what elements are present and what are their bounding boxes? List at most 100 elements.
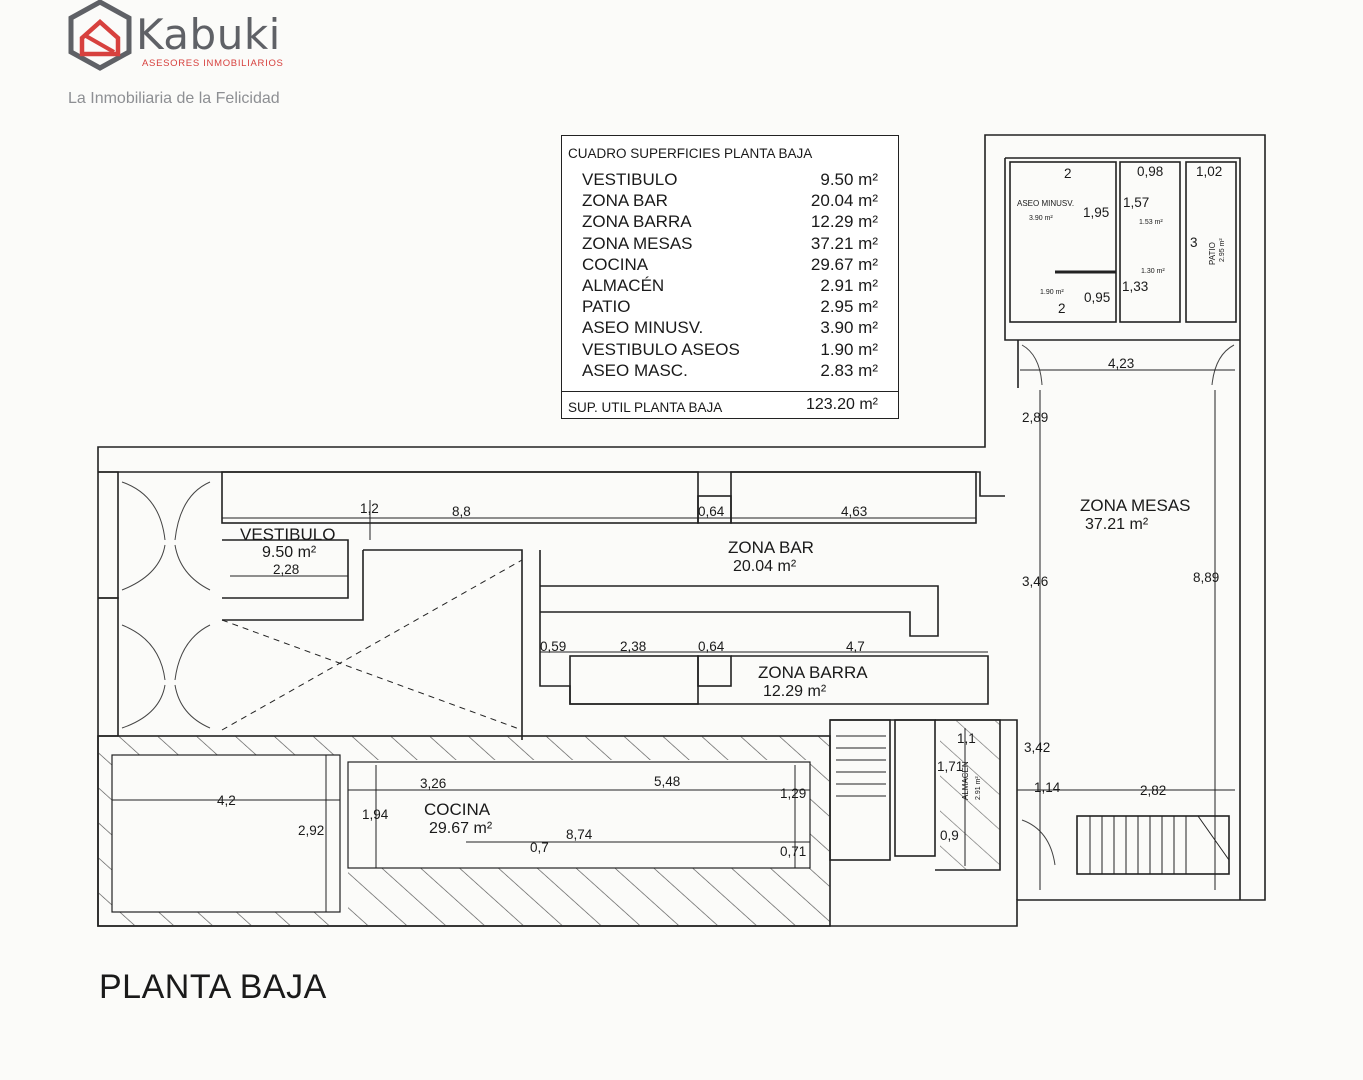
plan-title: PLANTA BAJA <box>99 968 327 1006</box>
dim-label: 0,7 <box>530 840 549 855</box>
legend-row: ALMACÉN 2.91 m² <box>582 276 878 297</box>
legend-row-value: 3.90 m² <box>820 318 878 338</box>
dim-label: 1,33 <box>1122 279 1148 294</box>
dim-label: 5,48 <box>654 774 680 789</box>
brand-tagline: La Inmobiliaria de la Felicidad <box>68 90 280 107</box>
zona-bar-name: ZONA BAR <box>728 538 814 557</box>
dim-label: 8,8 <box>452 504 471 519</box>
legend-row-name: PATIO <box>582 297 631 317</box>
legend-title: CUADRO SUPERFICIES PLANTA BAJA <box>568 146 813 161</box>
dim-label: 0,95 <box>1084 290 1110 305</box>
cocina-area: 29.67 m² <box>429 820 493 837</box>
legend-row: ASEO MASC. 2.83 m² <box>582 361 878 382</box>
legend-row-name: ASEO MINUSV. <box>582 318 704 338</box>
legend-row-value: 9.50 m² <box>820 170 878 189</box>
dim-label: 8,89 <box>1193 570 1219 585</box>
cocina-name: COCINA <box>424 800 491 819</box>
zona-bar-area: 20.04 m² <box>733 558 797 575</box>
dim-label: 3 <box>1190 235 1198 250</box>
legend-row-value: 29.67 m² <box>810 254 878 274</box>
legend-row: VESTIBULO ASEOS 1.90 m² <box>582 340 878 361</box>
dim-label: 8,74 <box>566 827 593 842</box>
legend-row-name: VESTIBULO <box>582 170 678 189</box>
legend-total-label: SUP. UTIL PLANTA BAJA <box>568 400 723 415</box>
dim-label: 2,38 <box>620 639 646 654</box>
stairs <box>836 735 1230 874</box>
aseo-minusv-area: 3.90 m² <box>1029 215 1053 222</box>
dim-label: 2,92 <box>298 823 324 838</box>
legend-row-name: ZONA MESAS <box>582 233 693 253</box>
dim-label: 3,26 <box>420 776 446 791</box>
legend-row-value: 2.91 m² <box>820 275 878 295</box>
dim-label: 1,14 <box>1034 780 1061 795</box>
legend-total-value: 123.20 m² <box>805 396 878 413</box>
legend-row-value: 1.90 m² <box>820 339 878 359</box>
dim-label: 2,89 <box>1022 410 1048 425</box>
dim-label: 0,71 <box>780 844 806 859</box>
legend-row: ZONA BARRA 12.29 m² <box>582 212 878 233</box>
room-labels: VESTIBULO 9.50 m² ZONA BAR 20.04 m² ZONA… <box>240 199 1226 837</box>
dim-label: 1,02 <box>1196 164 1222 179</box>
dim-label: 1,57 <box>1123 195 1149 210</box>
dim-label: 2 <box>1064 166 1072 181</box>
legend-row-value: 37.21 m² <box>810 233 878 253</box>
dim-label: 0,98 <box>1137 164 1163 179</box>
kitchen-counters <box>111 754 811 913</box>
vestibulo-name: VESTIBULO <box>240 525 335 544</box>
legend-row-name: ALMACÉN <box>582 275 665 295</box>
dim-label: 1,29 <box>780 786 806 801</box>
aseo-small2-area: 1.30 m² <box>1141 268 1165 275</box>
dim-label: 4,23 <box>1108 356 1134 371</box>
dim-label: 0,59 <box>540 639 566 654</box>
legend-row-name: VESTIBULO ASEOS <box>582 339 740 359</box>
dim-label: 3,46 <box>1022 574 1048 589</box>
legend-row-value: 20.04 m² <box>810 191 878 211</box>
dim-label: 1,95 <box>1083 205 1109 220</box>
dim-label: 4,2 <box>217 793 236 808</box>
vest-aseos-area: 1.90 m² <box>1040 289 1064 296</box>
legend-row-name: COCINA <box>582 254 649 274</box>
house-hexagon-logo-icon <box>68 0 132 71</box>
legend-total: SUP. UTIL PLANTA BAJA 123.20 m² <box>562 391 898 415</box>
dimension-labels: 2 0,98 1,02 1,95 1,57 3 1,33 0,95 2 4,23… <box>217 164 1222 859</box>
legend-row: ZONA BAR 20.04 m² <box>582 191 878 212</box>
patio-area: 2.95 m² <box>1219 238 1226 262</box>
legend-row: PATIO 2.95 m² <box>582 297 878 318</box>
patio-name: PATIO <box>1208 242 1217 265</box>
legend-row: ZONA MESAS 37.21 m² <box>582 234 878 255</box>
legend-row: ASEO MINUSV. 3.90 m² <box>582 318 878 339</box>
dim-label: 1,71 <box>937 759 963 774</box>
dim-label: 3,42 <box>1024 740 1050 755</box>
legend-row-name: ZONA BAR <box>582 191 668 211</box>
vestibulo-area: 9.50 m² <box>262 544 317 561</box>
dim-label: 4,7 <box>846 639 865 654</box>
legend-rows: VESTIBULO 9.50 m² ZONA BAR 20.04 m² ZONA B… <box>582 170 878 382</box>
legend-row-value: 2.95 m² <box>820 297 878 317</box>
zona-mesas-area: 37.21 m² <box>1085 516 1149 533</box>
legend-row-value: 2.83 m² <box>820 360 878 380</box>
zona-mesas-name: ZONA MESAS <box>1080 496 1191 515</box>
dim-label: 1,94 <box>362 807 389 822</box>
area-legend-table: CUADRO SUPERFICIES PLANTA BAJA VESTIBULO… <box>561 135 899 419</box>
dim-label: 0,9 <box>940 828 959 843</box>
dim-label: 2,28 <box>273 562 299 577</box>
almacen-name: ALMACEN <box>961 761 970 800</box>
dim-label: 2 <box>1058 301 1066 316</box>
almacen-area: 2.91 m² <box>975 776 982 800</box>
zona-barra-name: ZONA BARRA <box>758 663 868 682</box>
aseo-small-area: 1.53 m² <box>1139 219 1163 226</box>
legend-row-name: ASEO MASC. <box>582 360 688 380</box>
legend-row: COCINA 29.67 m² <box>582 255 878 276</box>
legend-row: VESTIBULO 9.50 m² <box>582 170 878 191</box>
dim-label: 1,1 <box>957 731 976 746</box>
brand-logo <box>68 0 308 80</box>
dim-label: 1,2 <box>360 501 379 516</box>
dim-label: 4,63 <box>841 504 867 519</box>
legend-row-value: 12.29 m² <box>810 212 878 232</box>
brand-name: Kabuki <box>136 10 281 59</box>
dim-label: 0,64 <box>698 639 725 654</box>
legend-row-name: ZONA BARRA <box>582 212 692 232</box>
zona-barra-area: 12.29 m² <box>763 683 827 700</box>
aseo-minusv-name: ASEO MINUSV. <box>1017 199 1074 208</box>
